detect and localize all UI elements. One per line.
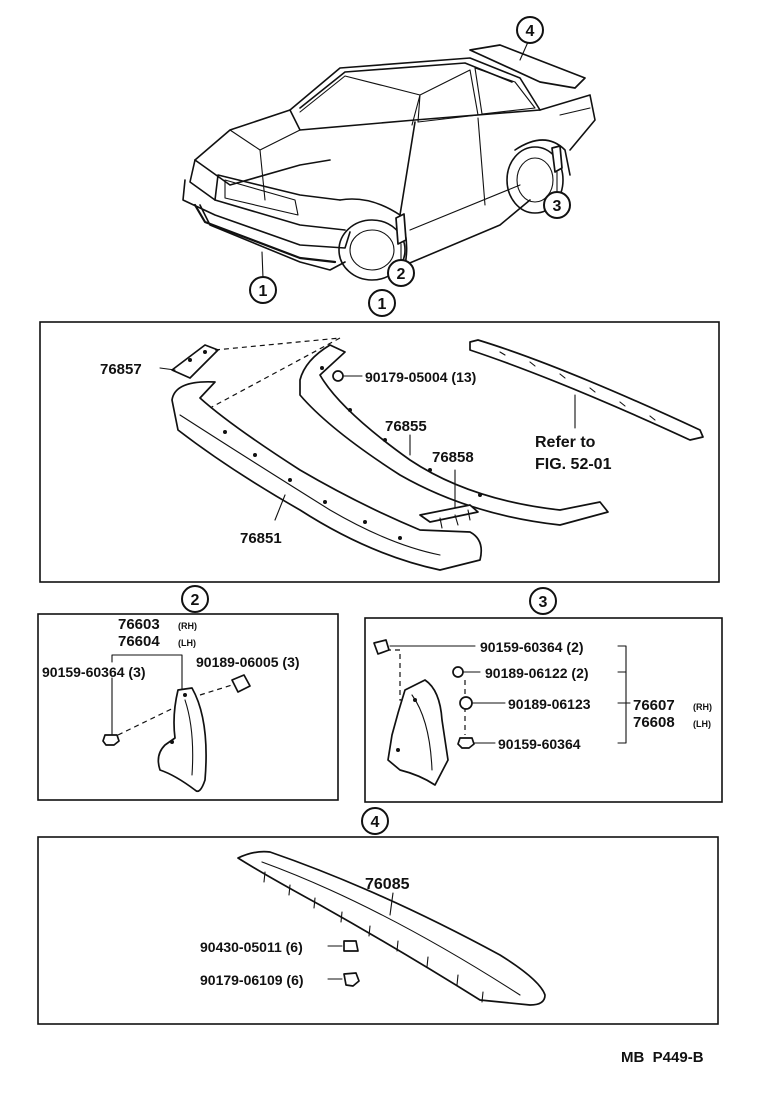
- label-76604: 76604: [118, 633, 160, 650]
- label-76604-lh: (LH): [178, 638, 196, 648]
- callout-4-car: 4: [516, 16, 544, 44]
- label-76858: 76858: [432, 449, 474, 466]
- svg-text:1: 1: [259, 283, 268, 300]
- label-76608-lh: (LH): [693, 719, 711, 729]
- callout-2-car: 2: [387, 259, 415, 287]
- figure-code: MB P449-B: [621, 1049, 704, 1066]
- svg-text:2: 2: [191, 592, 200, 609]
- label-90189-06005-3: 90189-06005 (3): [196, 654, 300, 670]
- callout-3-car: 3: [543, 191, 571, 219]
- car-illustration: [182, 41, 596, 281]
- front-mudguard-section: [37, 613, 339, 801]
- label-90159-60364-2: 90159-60364 (2): [480, 639, 584, 655]
- svg-text:4: 4: [371, 814, 380, 831]
- label-76607-rh: (RH): [693, 702, 712, 712]
- svg-text:2: 2: [397, 266, 406, 283]
- rear-spoiler-section: [37, 836, 719, 1025]
- svg-text:4: 4: [526, 23, 535, 40]
- rear-mudguard-section: [364, 617, 723, 803]
- label-76851: 76851: [240, 530, 282, 547]
- svg-text:1: 1: [378, 296, 387, 313]
- label-76857: 76857: [100, 361, 142, 378]
- label-76608: 76608: [633, 714, 675, 731]
- label-76603: 76603: [118, 616, 160, 633]
- label-76085: 76085: [365, 876, 410, 893]
- label-90159-60364: 90159-60364: [498, 736, 581, 752]
- label-refer-to: Refer to: [535, 434, 596, 451]
- front-spoiler-section: [39, 321, 720, 583]
- label-76855: 76855: [385, 418, 427, 435]
- callout-4-section: 4: [361, 807, 389, 835]
- label-90189-06123: 90189-06123: [508, 696, 591, 712]
- callout-1-section: 1: [368, 289, 396, 317]
- callout-1-car: 1: [249, 276, 277, 304]
- label-fig-52-01: FIG. 52-01: [535, 456, 612, 473]
- label-90189-06122-2: 90189-06122 (2): [485, 665, 589, 681]
- label-90430-05011-6: 90430-05011 (6): [200, 939, 303, 955]
- label-90179-06109-6: 90179-06109 (6): [200, 972, 304, 988]
- callout-2-section: 2: [181, 585, 209, 613]
- callout-3-section: 3: [529, 587, 557, 615]
- label-76607: 76607: [633, 697, 675, 714]
- label-76603-rh: (RH): [178, 621, 197, 631]
- label-90179-05004: 90179-05004 (13): [365, 369, 476, 385]
- svg-text:3: 3: [553, 198, 562, 215]
- svg-text:3: 3: [539, 594, 548, 611]
- label-90159-60364-3: 90159-60364 (3): [42, 664, 146, 680]
